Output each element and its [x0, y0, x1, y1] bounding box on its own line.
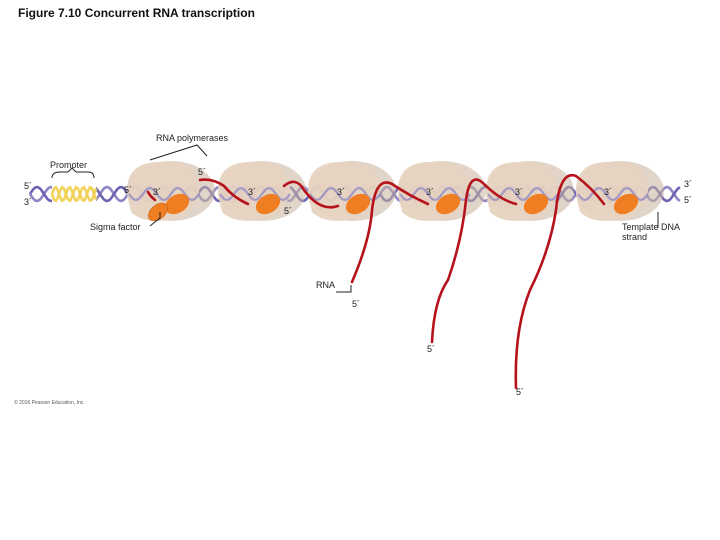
pol5-rna-3prime: 3´: [515, 187, 523, 197]
sigma-factor-label: Sigma factor: [90, 222, 141, 232]
pol6-rna-5prime: 5´: [516, 387, 524, 397]
dna-bottom-3prime: 3´: [24, 197, 32, 207]
rna-transcript-4: [350, 181, 430, 284]
rna-transcript-3: [282, 180, 340, 209]
sigma-factor-leader: [149, 212, 161, 227]
rna-transcript-5: [430, 178, 518, 344]
rna-leader: [336, 285, 352, 293]
rna-transcript-2: [198, 178, 250, 206]
active-site-blob: [613, 193, 639, 215]
pol1-rna-5prime: 5´: [124, 185, 132, 195]
template-dna-label-line2: strand: [622, 232, 647, 242]
copyright-text: © 2016 Pearson Education, Inc.: [14, 399, 85, 406]
dna-top-3prime: 3´: [684, 179, 692, 189]
rna-transcript-6: [514, 173, 606, 390]
figure-title: Figure 7.10 Concurrent RNA transcription: [18, 6, 255, 20]
rna-polymerase-2: [217, 161, 306, 221]
rna-transcript-1: [146, 190, 157, 202]
rna-polymerase-3: [307, 161, 396, 221]
pol3-rna-5prime: 5´: [284, 206, 292, 216]
active-site-blob: [523, 193, 549, 215]
pol4-rna-5prime: 5´: [352, 299, 360, 309]
rna-polymerases: [126, 161, 664, 222]
active-site-blob: [164, 193, 190, 215]
rna-polymerase-6: [575, 161, 664, 221]
sigma-factor: [148, 202, 168, 222]
promoter-strand-2: [50, 185, 98, 203]
pol6-rna-3prime: 3´: [604, 187, 612, 197]
pol1-rna-3prime: 3´: [153, 187, 161, 197]
active-site-blob: [345, 193, 371, 215]
rna-polymerases-bracket: [149, 144, 208, 161]
rna-polymerases-label: RNA polymerases: [156, 133, 229, 143]
promoter-bracket: [51, 167, 95, 179]
pol3-rna-3prime: 3´: [337, 187, 345, 197]
pol4-rna-3prime: 3´: [426, 187, 434, 197]
pol2-rna-5prime: 5´: [198, 167, 206, 177]
dna-top-5prime: 5´: [24, 181, 32, 191]
rna-label: RNA: [316, 280, 335, 290]
promoter-label: Promoter: [50, 160, 87, 170]
template-dna-label-line1: Template DNA: [622, 222, 680, 232]
dna-bottom-5prime: 5´: [684, 195, 692, 205]
active-site-blob: [255, 193, 281, 215]
promoter-region: [50, 182, 98, 206]
pol5-rna-5prime: 5´: [427, 344, 435, 354]
callout-lines: [51, 144, 659, 293]
rna-transcripts: [146, 173, 606, 390]
rna-polymerase-5: [485, 161, 574, 221]
rna-polymerase-4: [397, 161, 486, 221]
active-site-blob: [435, 193, 461, 215]
pol2-rna-3prime: 3´: [248, 187, 256, 197]
rna-polymerase-1: [126, 161, 215, 221]
